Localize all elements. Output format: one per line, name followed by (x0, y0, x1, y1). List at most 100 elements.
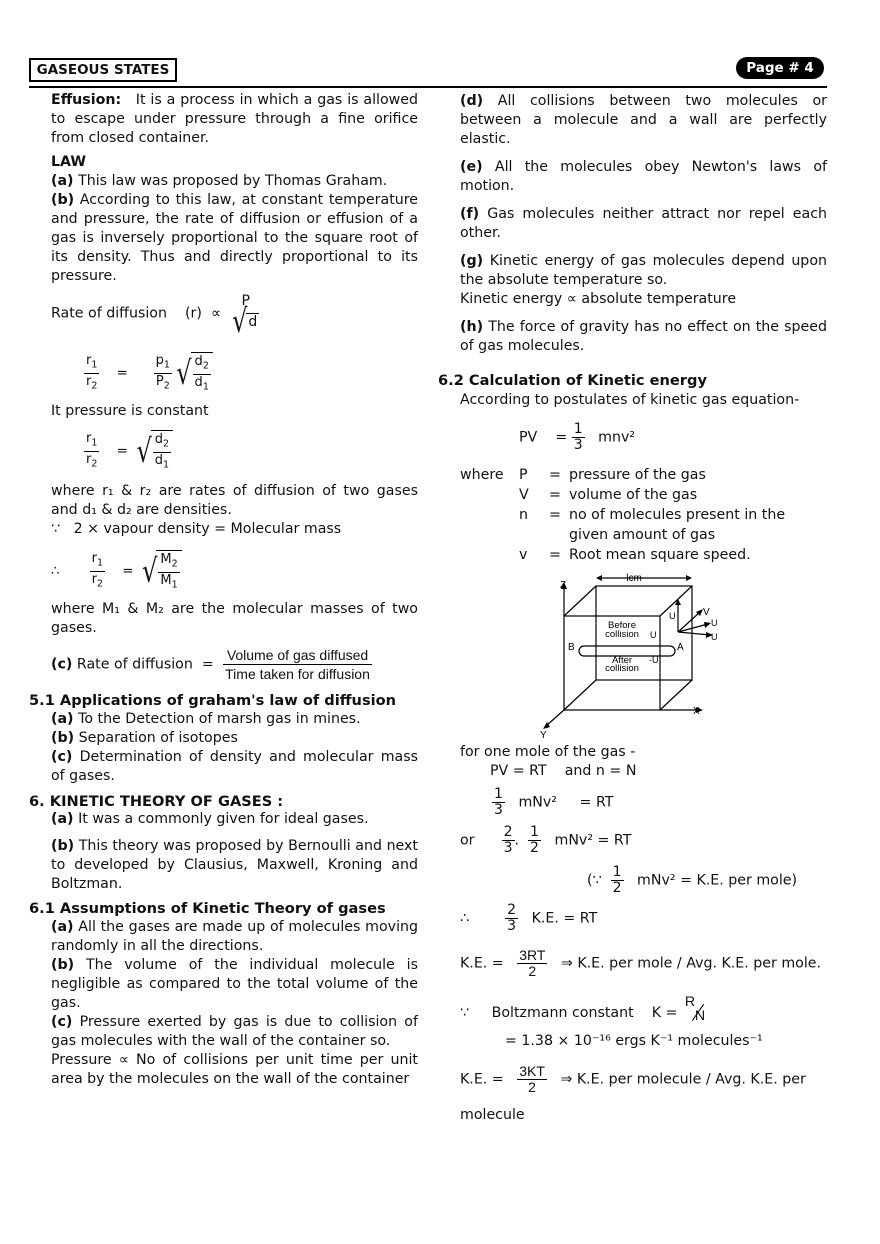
a-label: A (677, 642, 684, 653)
ke-mole-text: ⇒ K.E. per mole / Avg. K.E. per mole. (560, 955, 822, 972)
definition-equals: = (549, 487, 561, 503)
definition-equals: = (549, 467, 561, 483)
v-label: V (703, 607, 710, 618)
three-den-2: 3 (494, 802, 503, 818)
proportional-symbol: ∝ (210, 305, 222, 322)
definition-text: given amount of gas (569, 527, 716, 543)
definition-text: pressure of the gas (569, 467, 706, 483)
header-rule (29, 86, 827, 88)
as-c-label: (c) (51, 1014, 73, 1030)
as-d-text: All collisions between two molecules or … (460, 93, 827, 147)
ke-rt-text: K.E. = RT (531, 910, 598, 927)
app-b-text: Separation of isotopes (78, 730, 238, 746)
definition-text: volume of the gas (569, 487, 698, 503)
equals-sign-4: = (201, 656, 214, 673)
k-a-text: It was a commonly given for ideal gases. (78, 811, 369, 827)
M2-sub: 2 (171, 558, 178, 570)
law-a-label: (a) (51, 173, 74, 189)
effusion-block: Effusion: It is a process in which a gas… (51, 91, 418, 148)
r1-sub-2: 1 (91, 437, 98, 449)
frac-sqrt-d: d (246, 312, 260, 330)
r2-sub: 2 (91, 380, 98, 392)
M2-sym: M (160, 552, 172, 567)
volume-numerator: Volume of gas diffused (222, 646, 373, 665)
uy-label: U (711, 618, 718, 628)
as-e-text: All the molecules obey Newton's laws of … (460, 159, 827, 194)
two-den-3: 2 (528, 963, 537, 979)
threeRT-num: 3RT (517, 947, 548, 964)
law-block: LAW (a) This law was proposed by Thomas … (51, 153, 418, 286)
pv-rt-text: PV = RT (490, 763, 547, 779)
d2-sym-2: d (154, 432, 164, 447)
r2-sym-3: r (91, 571, 97, 587)
collision-tube (578, 645, 676, 657)
as-b-text: The volume of the individual molecule is… (51, 957, 418, 1011)
definition-row: given amount of gas (519, 525, 715, 545)
pressure-prop-text: Pressure ∝ No of collisions per unit tim… (51, 1052, 418, 1087)
time-denominator: Time taken for diffusion (225, 666, 370, 682)
frac-P: P (241, 293, 250, 309)
where-label: where (460, 467, 504, 483)
as-a-text: All the gases are made up of molecules m… (51, 919, 419, 954)
v-vector (677, 611, 701, 633)
page-number-badge: Page # 4 (736, 57, 824, 79)
r2-sub-2: 2 (91, 458, 98, 470)
law-heading: LAW (51, 154, 87, 170)
two-num-2: 2 (505, 902, 519, 919)
d2-sub: 2 (202, 360, 209, 372)
c-text: Rate of diffusion (76, 656, 193, 673)
two-den-4: 2 (528, 1079, 536, 1095)
k-a-label: (a) (51, 811, 74, 827)
as-h-text: The force of gravity has no effect on th… (460, 319, 827, 354)
boltzmann-eq: ∵ Boltzmann constant K = R N (460, 994, 708, 1026)
r1-sym-2: r (86, 431, 92, 446)
definition-symbol: v (519, 547, 528, 563)
as-e-label: (e) (460, 159, 483, 175)
M1-sym: M (160, 572, 172, 588)
d1-sym-2: d (154, 452, 164, 468)
law-b-text: According to this law, at constant tempe… (51, 192, 418, 284)
ke-prop-text: Kinetic energy ∝ absolute temperature (460, 291, 737, 307)
rate-volume-formula: (c) Rate of diffusion = Volume of gas di… (51, 646, 373, 683)
d1-sym: d (194, 374, 203, 390)
one-num-2: 1 (492, 786, 505, 803)
app-a-text: To the Detection of marsh gas in mines. (78, 711, 361, 727)
uy-vector (677, 623, 709, 633)
equals-sign: = (116, 365, 128, 382)
as-f-label: (f) (460, 206, 480, 222)
chapter-title: GASEOUS STATES (29, 58, 177, 82)
law-a-text: This law was proposed by Thomas Graham. (78, 173, 388, 189)
pv-sym: PV (519, 429, 538, 446)
ux-label: U (711, 632, 718, 642)
as-d-label: (d) (460, 93, 484, 109)
definition-row: n=no of molecules present in the (519, 505, 785, 525)
d1-sub: 1 (202, 381, 209, 393)
because-symbol: ∵ (51, 521, 61, 537)
two-den-2: 2 (612, 880, 622, 896)
ke-label-2: K.E. = (460, 1071, 504, 1088)
where-rates-text: where r₁ & r₂ are rates of diffusion of … (51, 483, 418, 518)
definition-symbol: V (519, 487, 529, 503)
ke-molecule-text: ⇒ K.E. per molecule / Avg. K.E. per (560, 1071, 806, 1088)
therefore-symbol-2: ∴ (460, 910, 470, 927)
p1-sub: 1 (163, 359, 170, 371)
effusion-text: It is a process in which a gas is allowe… (51, 92, 419, 146)
two-num: 2 (501, 824, 515, 841)
where-masses-text: where M₁ & M₂ are the molecular masses o… (51, 601, 418, 636)
r-sym: R (684, 994, 696, 1010)
three-den: 3 (573, 437, 583, 453)
before-label: Before (608, 620, 636, 631)
definition-symbol: n (519, 507, 528, 523)
cube-diagram: lcm Z X Y B A V U U U Before collision U… (540, 573, 718, 740)
according-text: According to postulates of kinetic gas e… (460, 392, 800, 408)
or-label: or (460, 832, 475, 849)
r1-sym: r (86, 353, 92, 368)
definition-equals: = (549, 547, 561, 563)
sec6-heading: 6. KINETIC THEORY OF GASES : (29, 793, 284, 810)
as-b-label: (b) (51, 957, 75, 973)
r1-sub: 1 (91, 359, 98, 371)
